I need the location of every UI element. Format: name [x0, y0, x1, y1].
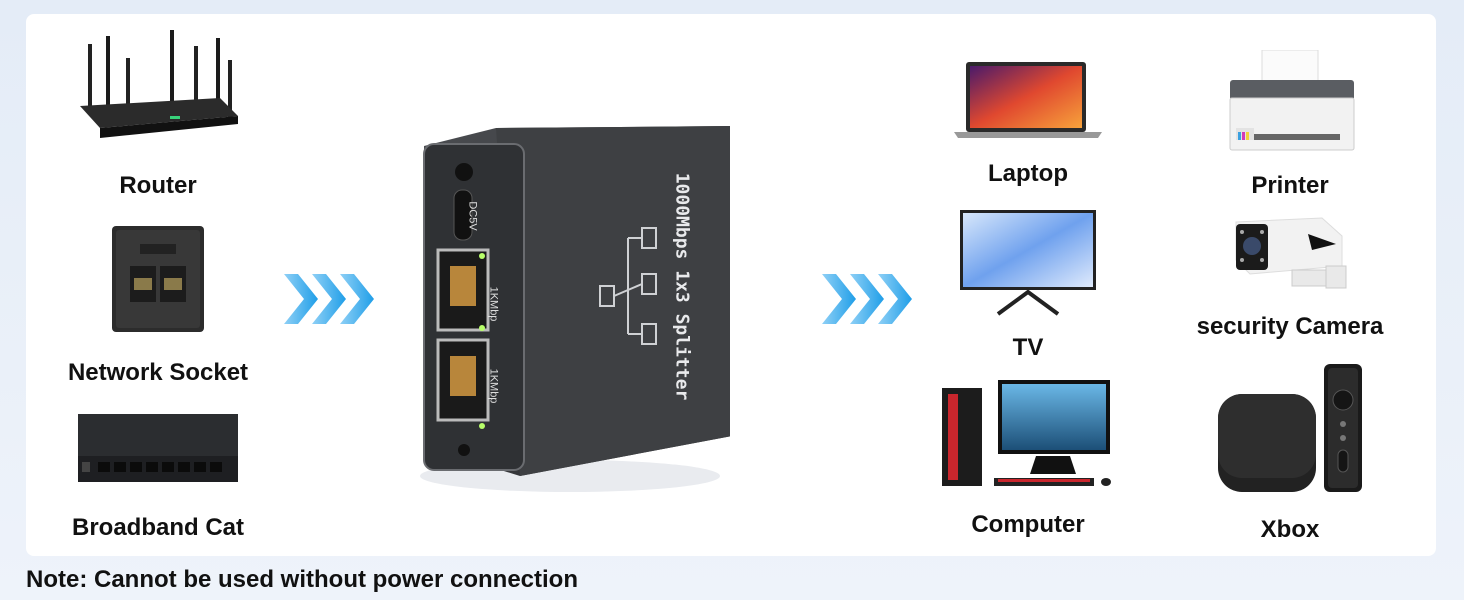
printer-icon — [1229, 50, 1355, 151]
splitter-title: 1000Mbps 1x3 Splitter — [671, 172, 693, 401]
input-label-network-socket: Network Socket — [67, 359, 249, 386]
splitter-device-icon — [420, 126, 730, 492]
output-label-tv: TV — [1012, 334, 1044, 361]
output-label-printer: Printer — [1251, 172, 1329, 199]
input-label-router: Router — [119, 172, 197, 199]
output-label-xbox: Xbox — [1260, 516, 1320, 543]
router-icon — [80, 30, 238, 138]
output-label-laptop: Laptop — [988, 160, 1068, 187]
media-box-icon — [1218, 364, 1362, 492]
power-label: DC5V — [466, 201, 479, 231]
port1-label: 1KMbp — [487, 286, 500, 322]
laptop-icon — [954, 62, 1102, 138]
security-camera-icon — [1235, 217, 1347, 289]
tv-icon — [960, 210, 1096, 316]
port2-label: 1KMbp — [487, 368, 500, 404]
network-socket-icon — [112, 226, 204, 332]
input-label-broadband-cat: Broadband Cat — [71, 514, 244, 541]
chevron-right-arrows-icon — [284, 274, 374, 324]
output-label-security-camera: security Camera — [1196, 313, 1384, 340]
power-note: Note: Cannot be used without power conne… — [26, 566, 578, 593]
output-label-computer: Computer — [971, 511, 1085, 538]
network-switch-icon — [78, 414, 238, 482]
desktop-computer-icon — [942, 380, 1111, 486]
chevron-right-arrows-icon-2 — [822, 274, 912, 324]
content-panel — [26, 14, 1436, 556]
